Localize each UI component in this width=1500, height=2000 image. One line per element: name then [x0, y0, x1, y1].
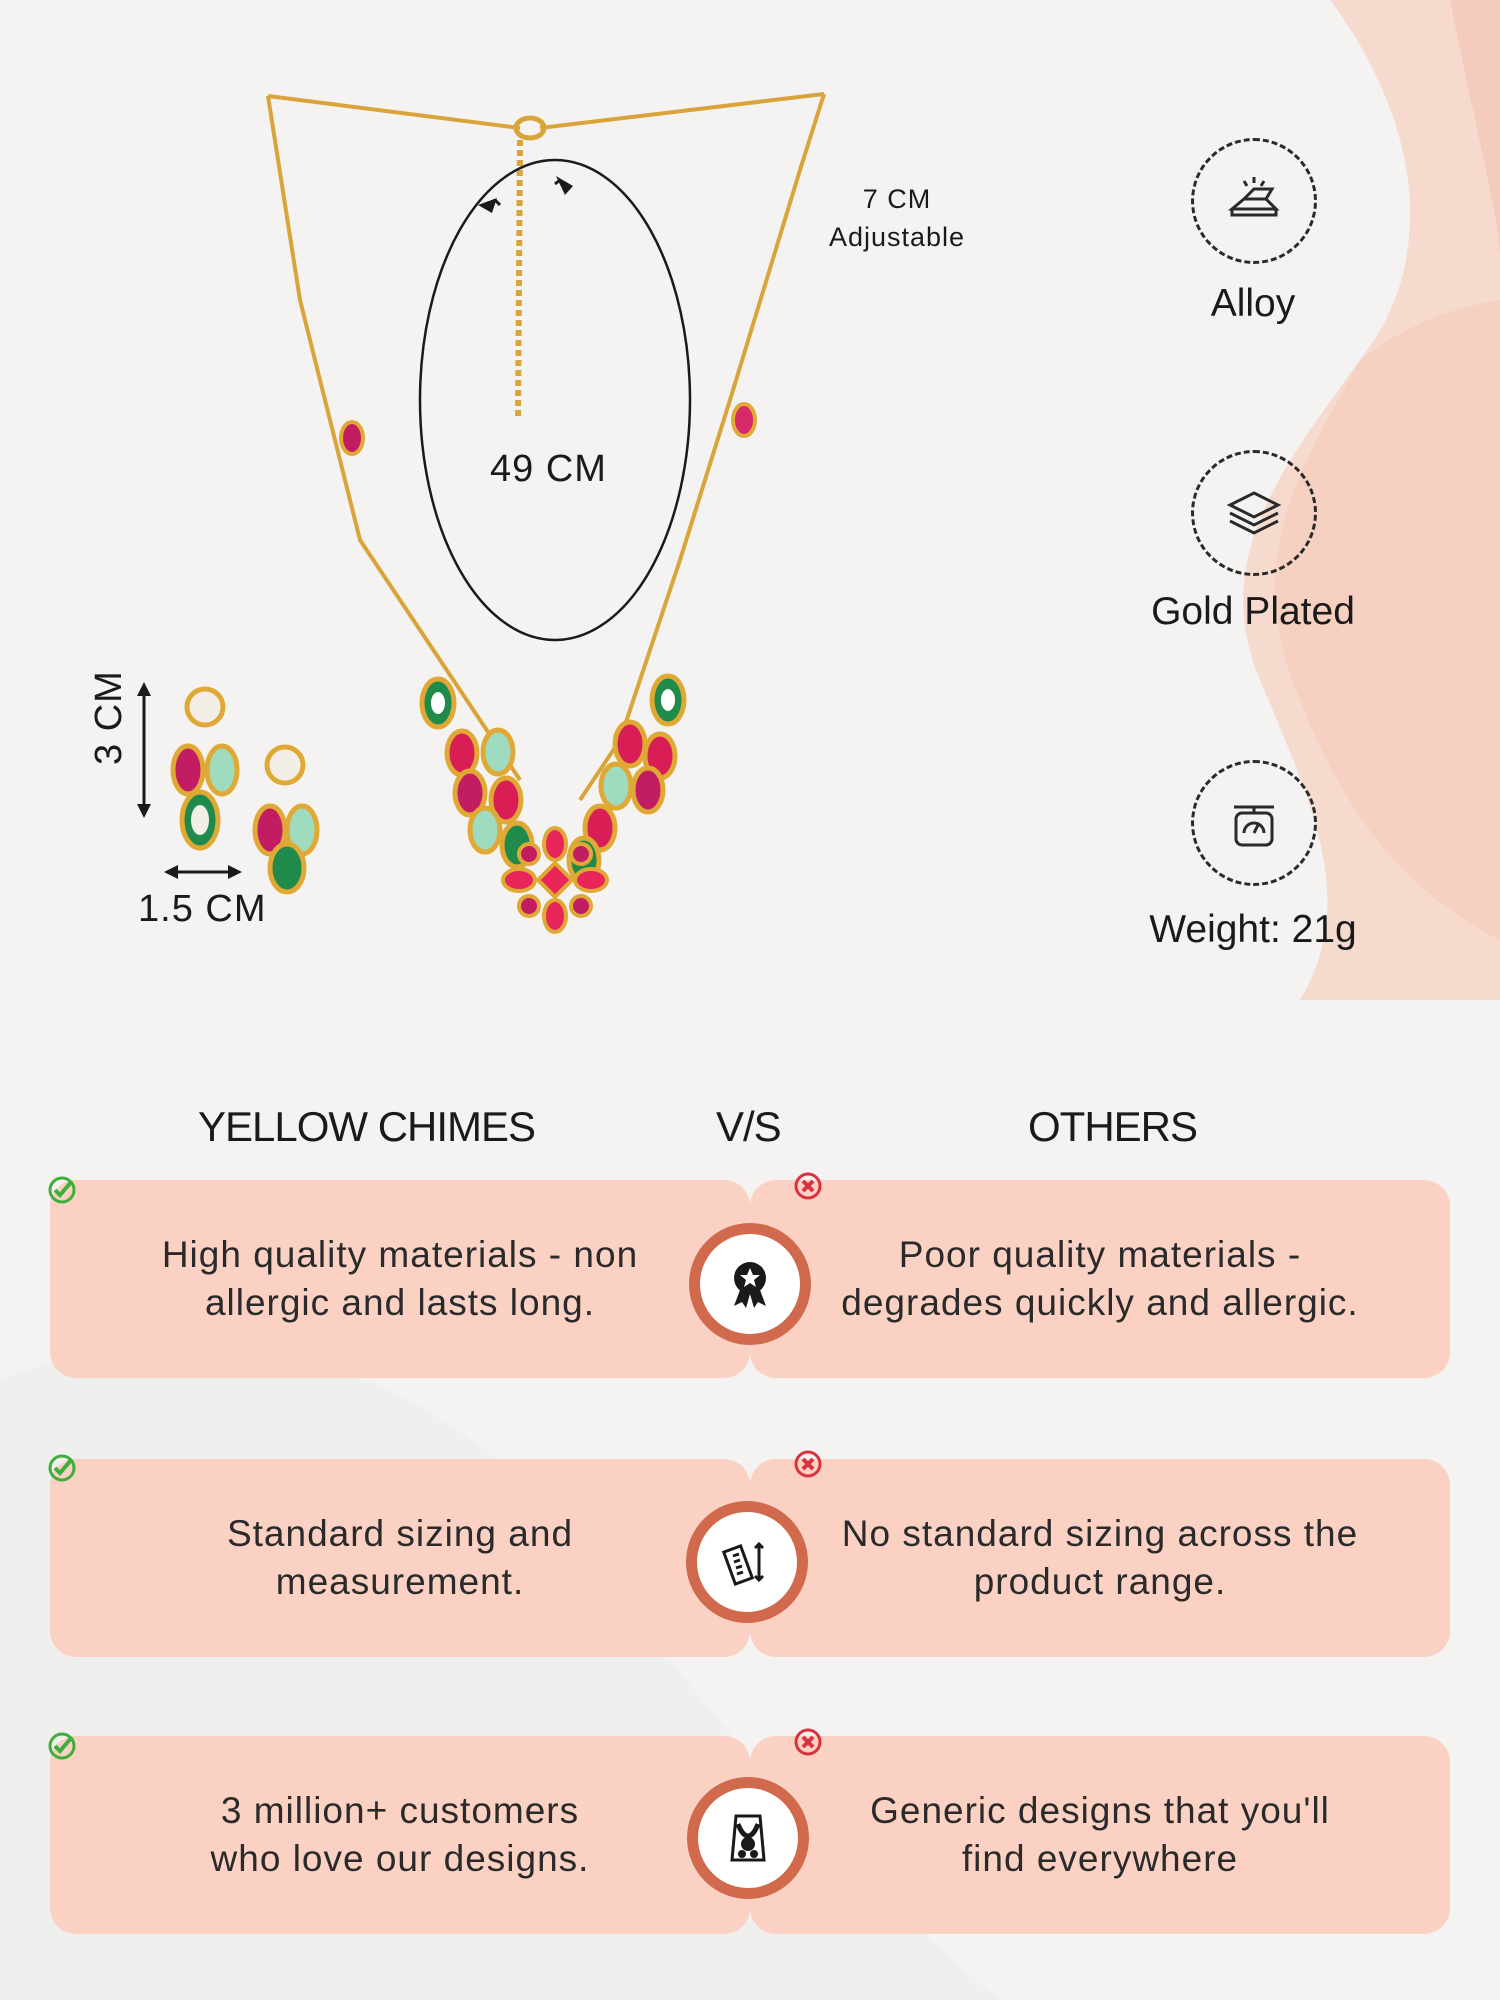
- cross-icon: [793, 1727, 823, 1757]
- comparison-row-ours: Standard sizing and measurement.: [50, 1459, 750, 1657]
- scale-icon: [1191, 760, 1317, 886]
- extension-label: 7 CM Adjustable: [828, 184, 966, 252]
- earring-width-label: 1.5 CM: [138, 888, 267, 930]
- heading-others: OTHERS: [1028, 1103, 1198, 1150]
- check-icon: [47, 1731, 77, 1761]
- heading-vs: V/S: [716, 1103, 782, 1150]
- comparison-row-others: Poor quality materials - degrades quickl…: [750, 1180, 1450, 1378]
- ruler-icon: [686, 1501, 808, 1623]
- comparison-row-others: No standard sizing across the product ra…: [750, 1459, 1450, 1657]
- heading-yellow-chimes: YELLOW CHIMES: [198, 1103, 536, 1150]
- comparison-text-ours: Standard sizing and measurement.: [226, 1513, 574, 1602]
- comparison-text-ours: High quality materials - non allergic an…: [161, 1234, 639, 1323]
- earring-height-label: 3 CM: [88, 670, 130, 765]
- feature-label-gold-plated: Gold Plated: [1151, 590, 1355, 633]
- comparison-text-others: Generic designs that you'll find everywh…: [870, 1790, 1330, 1879]
- feature-label-weight: Weight: 21g: [1149, 908, 1357, 951]
- comparison-text-ours: 3 million+ customers who love our design…: [210, 1790, 590, 1879]
- feature-label-alloy: Alloy: [1210, 282, 1296, 325]
- check-icon: [47, 1175, 77, 1205]
- cross-icon: [793, 1449, 823, 1479]
- check-icon: [47, 1453, 77, 1483]
- necklace-length-label: 49 CM: [490, 448, 607, 490]
- layers-icon: [1191, 450, 1317, 576]
- quality-badge-icon: [689, 1223, 811, 1345]
- comparison-row-ours: High quality materials - non allergic an…: [50, 1180, 750, 1378]
- jewelry-bust-icon: [687, 1777, 809, 1899]
- gold-bars-icon: [1191, 138, 1317, 264]
- comparison-text-others: No standard sizing across the product ra…: [841, 1513, 1359, 1602]
- comparison-row-ours: 3 million+ customers who love our design…: [50, 1736, 750, 1934]
- cross-icon: [793, 1171, 823, 1201]
- comparison-row-others: Generic designs that you'll find everywh…: [750, 1736, 1450, 1934]
- comparison-text-others: Poor quality materials - degrades quickl…: [841, 1234, 1359, 1323]
